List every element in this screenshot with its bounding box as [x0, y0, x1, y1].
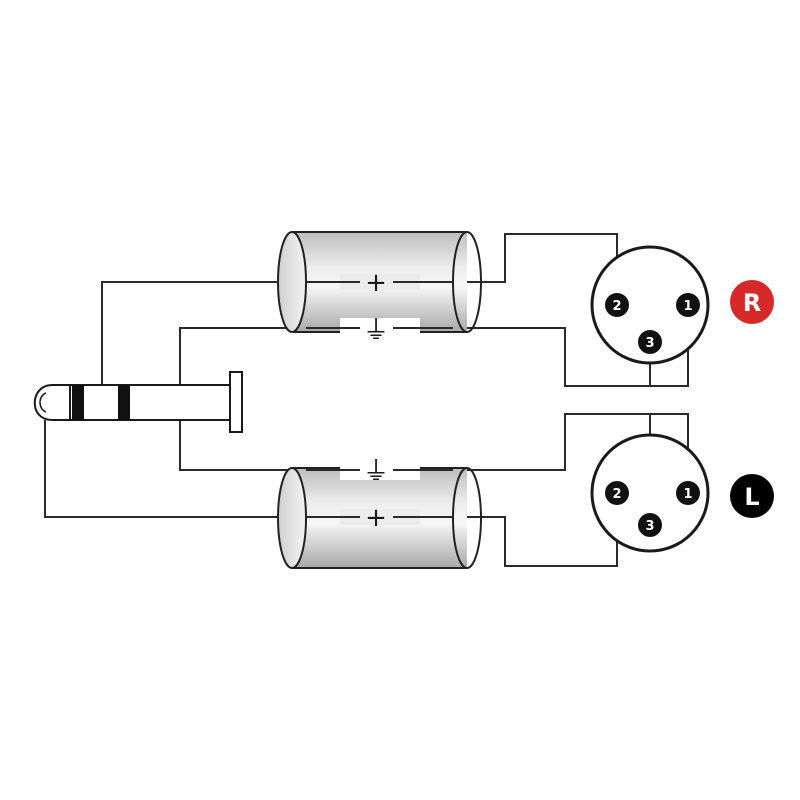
xlr-left-pin-2-label: 2 [612, 487, 621, 502]
cable-right: + ⏚ [277, 231, 482, 346]
plug-shaft [69, 384, 233, 421]
wire-left-shield [179, 413, 651, 525]
left-hot-symbol: + [365, 503, 387, 533]
badge-right-label: R [743, 289, 761, 317]
xlr-connector-left: 2 1 3 [590, 433, 710, 553]
plug-collar [229, 371, 243, 433]
xlr-connector-icon [590, 433, 710, 553]
xlr-connector-right: 2 1 3 [590, 245, 710, 365]
xlr-right-pin-2-label: 2 [612, 299, 621, 314]
xlr-connector-icon [590, 245, 710, 365]
plug-insulator-ring-2 [118, 385, 130, 420]
xlr-left-pin-3 [638, 513, 662, 537]
left-ground-symbol: ⏚ [363, 457, 389, 487]
xlr-right-pin-2 [605, 293, 629, 317]
xlr-left-pin-3-label: 3 [645, 519, 654, 534]
wire-right-shield [179, 327, 651, 420]
badge-right-circle [730, 280, 774, 324]
xlr-left-pin-2 [605, 481, 629, 505]
xlr-right-pin-1 [676, 293, 700, 317]
trs-jack-plug-icon [33, 371, 243, 433]
right-hot-symbol: + [365, 268, 387, 298]
cable-left: ⏚ + [277, 457, 482, 569]
xlr-right-pin-3-label: 3 [645, 336, 654, 351]
channel-badge-right: R [730, 280, 774, 324]
plug-insulator-ring-1 [72, 385, 84, 420]
channel-badge-left: L [730, 474, 774, 518]
badge-left-label: L [744, 483, 759, 511]
badge-left-circle [730, 474, 774, 518]
xlr-right-pin-1-label: 1 [683, 299, 692, 314]
xlr-left-pin-1 [676, 481, 700, 505]
xlr-left-pin-1-label: 1 [683, 487, 692, 502]
right-ground-symbol: ⏚ [363, 316, 389, 346]
xlr-right-pin-3 [638, 330, 662, 354]
